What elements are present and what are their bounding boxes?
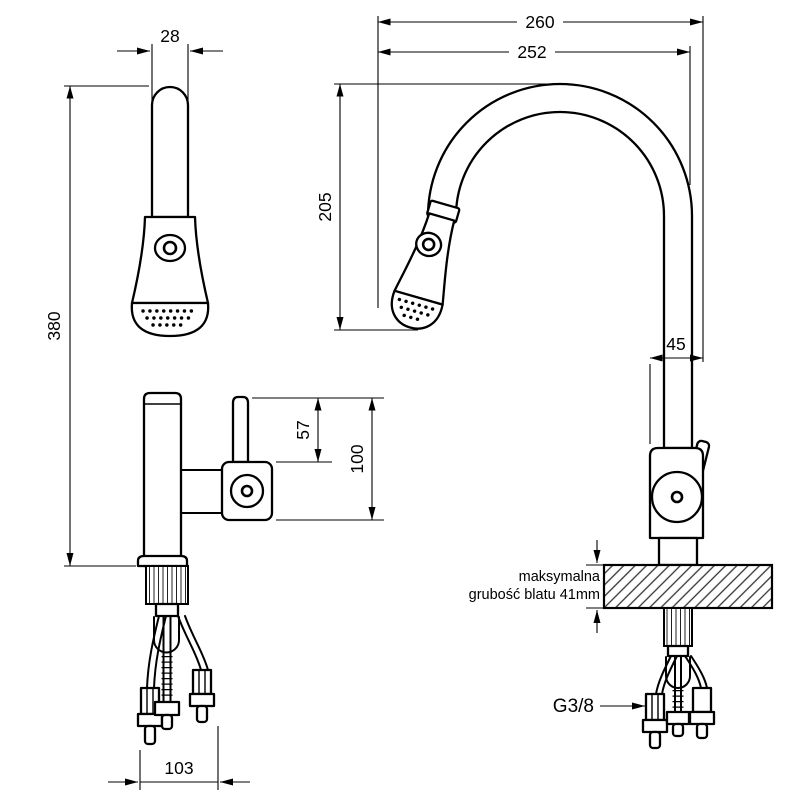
dim-overall-depth-label: 260 [525,12,554,32]
hose-nipple-right [195,704,209,724]
shank-neck-front [154,602,180,618]
mounting-stud-side [674,655,682,713]
horseshoe-bracket-front [153,616,180,654]
stud-tail-front [160,713,174,731]
shank-neck-side [666,644,690,658]
mounting-hardware-side [641,655,716,750]
dim-overall-height-label: 380 [44,311,64,340]
dim-spout-width: 28 [117,26,223,100]
hose-fitting-left-side [644,692,666,722]
countertop-thickness-note: maksymalna grubość blatu 41mm [469,540,603,633]
horseshoe-bracket-side [665,656,691,689]
spray-face-side [390,289,444,330]
fitting-detail [198,670,206,694]
hose-nut-left-side [641,718,669,734]
supply-hose-right [177,615,209,671]
hose-nut-right [188,692,216,708]
hose-fitting-right [191,668,213,696]
hose-nipple-left-side [648,730,662,750]
mounting-shank-front [145,565,189,605]
dim-lever-height-label: 57 [293,420,313,439]
hose-nipple-right-side [695,722,709,740]
hub-center-front [240,484,254,498]
dim-spout-reach-label: 252 [517,42,546,62]
dim-base-width: 103 [108,726,250,790]
dim-body-diameter: 45 [649,334,703,444]
countertop [602,563,774,610]
thread-label: G3/8 [553,696,594,717]
dim-overall-depth: 260 [377,12,704,362]
stud-nut-front [153,700,181,717]
mounting-shank-side [663,607,693,647]
body-center-side [670,490,684,504]
dim-spout-height: 205 [315,83,552,331]
aerator-dots-front [141,309,199,327]
thread-callout: G3/8 [553,696,645,717]
spray-button-ring-front [162,240,178,256]
front-view [130,85,274,746]
dim-lever-height: 57 [252,397,384,463]
dim-base-width-label: 103 [164,758,193,778]
hose-nipple-left [143,724,157,746]
countertop-note-line2: grubość blatu 41mm [469,587,600,603]
dimension-annotations: 28 380 57 100 103 260 [44,12,704,790]
spout-pipe-front [150,85,190,219]
side-view [390,82,774,750]
hose-fitting-right-side [691,686,713,714]
dim-body-diameter-label: 45 [666,334,685,354]
dim-spout-reach: 252 [378,42,691,185]
faucet-body-front [142,391,183,568]
stud-tail-side [671,722,685,738]
dim-body-height-label: 100 [347,444,367,473]
mounting-stud-front [162,615,172,703]
mounting-hardware-front [136,615,216,746]
fitting-detail [146,688,154,714]
stud-nut-side [665,710,691,726]
hose-nut-right-side [688,710,716,726]
base-side [657,536,699,567]
base-flange-front [136,554,189,568]
spray-head-side [390,199,461,330]
dim-body-height: 100 [276,398,384,521]
spray-cone-side [393,212,456,306]
countertop-note-line1: maksymalna [519,569,601,585]
aerator-dots-side [397,297,436,323]
dim-overall-height: 380 [44,85,149,567]
dim-spout-height-label: 205 [315,192,335,221]
spray-button-ring-side [421,237,436,252]
handle-lever-front [231,395,250,464]
dim-spout-width-label: 28 [160,26,179,46]
supply-hose-right-side [684,655,708,689]
fitting-detail [651,694,659,720]
spout-curve-side [426,82,694,450]
spray-face-front [130,301,210,338]
